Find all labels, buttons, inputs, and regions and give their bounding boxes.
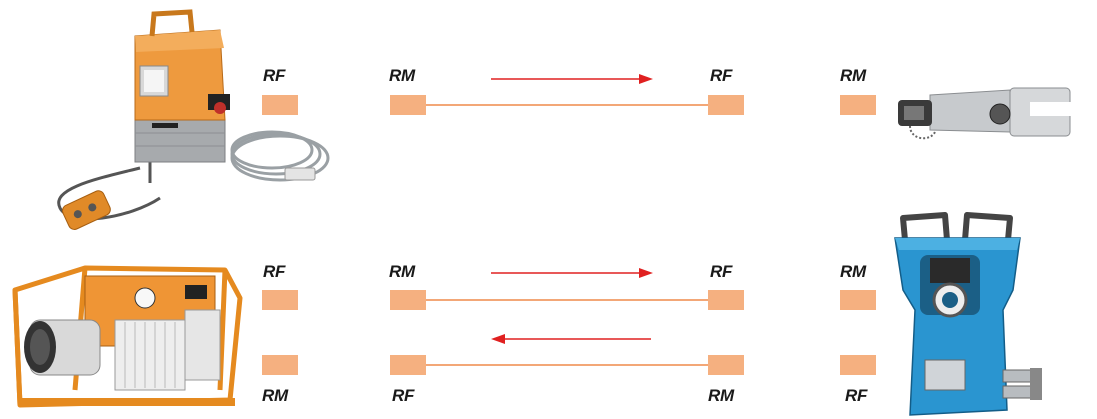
- r2-pump-connector: [262, 290, 298, 310]
- r3-hose-end-connector: [708, 355, 744, 375]
- r1-hose-start-connector: [390, 95, 426, 115]
- r3-hose-start-connector: [390, 355, 426, 375]
- r1-hose-end-connector: [708, 95, 744, 115]
- r2-hose-start-label: RM: [389, 262, 415, 281]
- r2-hose-start-connector: [390, 290, 426, 310]
- r2-head-connector: [840, 290, 876, 310]
- cutter-head-image: [898, 87, 1075, 140]
- r2-flow-arrow-right: [491, 268, 653, 278]
- r1-flow-arrow-right: [491, 74, 653, 84]
- r3-hose-start-label: RF: [392, 386, 415, 405]
- crimping-head-image: [894, 212, 1042, 416]
- engine-pump-image: [12, 265, 243, 408]
- r2-hose-end-label: RF: [710, 262, 733, 281]
- r2-hose-line: [426, 299, 708, 301]
- r1-hose-start-label: RM: [389, 66, 415, 85]
- r1-head-connector: [840, 95, 876, 115]
- r3-hose-line: [426, 364, 708, 366]
- r2-hose-end-connector: [708, 290, 744, 310]
- r3-head-connector-label: RF: [845, 386, 868, 405]
- electric-pump-image: [57, 9, 330, 230]
- r2-pump-connector-label: RF: [263, 262, 286, 281]
- r3-pump-connector: [262, 355, 298, 375]
- r3-hose-end-label: RM: [708, 386, 734, 405]
- r3-pump-connector-label: RM: [262, 386, 288, 405]
- r3-flow-arrow-left: [491, 334, 651, 344]
- r1-head-connector-label: RM: [840, 66, 866, 85]
- r2-head-connector-label: RM: [840, 262, 866, 281]
- r1-hose-end-label: RF: [710, 66, 733, 85]
- r1-pump-connector-label: RF: [263, 66, 286, 85]
- r3-head-connector: [840, 355, 876, 375]
- r1-hose-line: [426, 104, 708, 106]
- r1-pump-connector: [262, 95, 298, 115]
